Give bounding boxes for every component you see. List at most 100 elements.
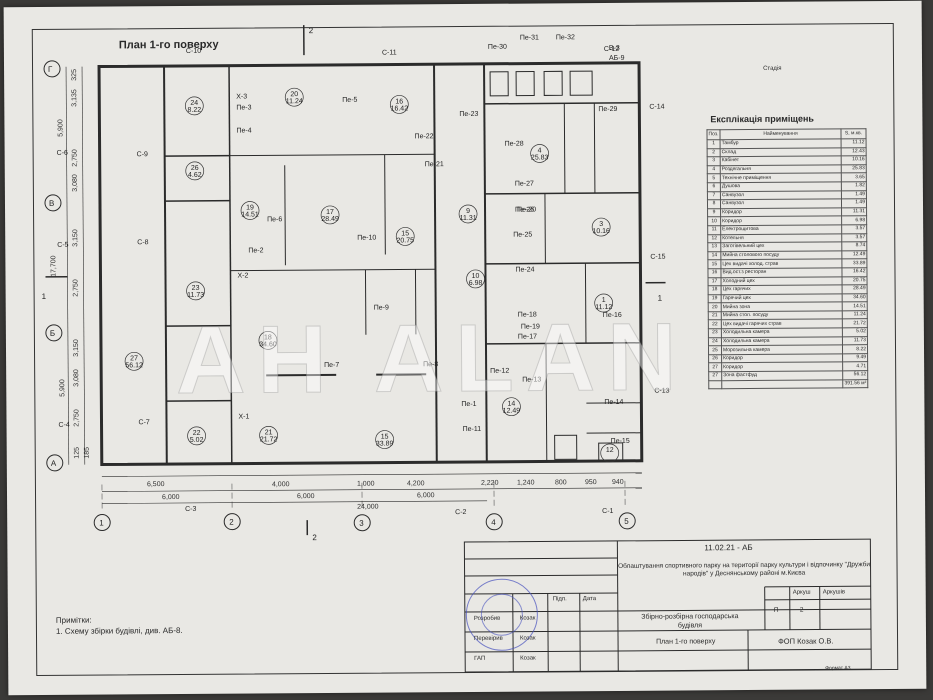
room-area: 28.49: [321, 216, 339, 223]
dimension-label: 3,080: [72, 174, 79, 192]
row-area: 12.49: [841, 250, 867, 260]
row-area: 14.51: [842, 301, 868, 311]
row-area: 28.49: [842, 284, 868, 294]
row-area: 6.98: [841, 216, 867, 225]
dimension-label: 6,000: [162, 494, 180, 501]
room-circle: [530, 144, 549, 163]
section-mark: 2: [312, 533, 317, 542]
outer-wall: [97, 61, 644, 467]
element-label: Пе-29: [598, 106, 617, 113]
row-area: 5.02: [842, 327, 868, 337]
element-label: Пе-20: [517, 206, 536, 213]
room-number: 15: [381, 434, 389, 441]
row-area: 16.42: [841, 267, 868, 277]
element-label: С-15: [650, 254, 665, 261]
row-pos: 11: [707, 225, 721, 235]
element-label: Х-3: [236, 94, 247, 101]
room-area: 56.12: [125, 362, 143, 369]
name-developer: Козак: [519, 615, 536, 622]
col-pos: Поз.: [706, 129, 721, 140]
stage-header: Стадія: [763, 65, 782, 72]
row-pos: 21: [708, 311, 722, 321]
element-label: С-14: [649, 104, 664, 111]
row-area: 1.82: [841, 181, 867, 191]
room-marker: 225.02: [187, 426, 206, 446]
room-area: 11.31: [460, 215, 477, 222]
room-number: 12: [606, 447, 614, 454]
element-label: С-11: [382, 49, 397, 56]
row-pos: 5: [707, 174, 721, 183]
element-label: С-7: [138, 419, 149, 426]
explication-total: 391.56 м²: [842, 379, 868, 389]
dimension-label: 6,000: [297, 493, 315, 500]
row-pos: 22: [708, 320, 722, 329]
row-pos: 1: [707, 139, 721, 149]
row-area: 11.12: [841, 138, 867, 148]
room-marker: 911.31: [458, 204, 478, 224]
row-area: 8.74: [841, 241, 867, 251]
dimension-label: 5,900: [57, 119, 64, 137]
room-marker: 111.12: [594, 293, 614, 313]
room-circle: [594, 293, 614, 313]
col-area: S, м.кв.: [840, 128, 867, 139]
dimension-label: 325: [71, 69, 78, 81]
room-number: 14: [507, 401, 515, 408]
room-number: 19: [246, 204, 254, 211]
role-developer: Розробив: [473, 615, 501, 622]
row-pos: 16: [707, 268, 722, 278]
room-circle: [395, 227, 415, 246]
notes-line: 1. Схему збірки будівлі, див. АБ-8.: [55, 625, 183, 636]
element-label: Пе-11: [463, 426, 482, 433]
notes-title: Примітки:: [55, 615, 92, 625]
stage-value: П: [773, 606, 779, 614]
room-area: 25.83: [531, 154, 549, 161]
dimension-label: 2,750: [72, 149, 79, 167]
room-number: 17: [326, 209, 334, 216]
room-area: 33.89: [376, 441, 394, 448]
element-label: Пе-21: [425, 161, 444, 168]
room-number: 27: [130, 355, 138, 362]
section-mark: 2: [309, 26, 314, 35]
room-number: 26: [191, 165, 199, 172]
row-pos: 17: [708, 277, 722, 286]
room-number: 23: [192, 285, 200, 292]
row-area: 56.12: [842, 370, 868, 380]
dimension-label: 3,150: [72, 229, 79, 247]
element-label: Пе-30: [488, 44, 507, 51]
row-area: 8.22: [842, 344, 868, 354]
row-area: 3.57: [841, 224, 867, 234]
axis-letter: Б: [50, 329, 55, 338]
element-label: С-6: [57, 150, 68, 157]
room-marker: 264.62: [185, 161, 205, 181]
row-pos: 20: [708, 302, 722, 312]
row-area: 11.24: [842, 310, 868, 320]
room-circle: [458, 204, 478, 224]
room-area: 34.60: [259, 341, 277, 348]
organization: ФОП Козак О.В.: [778, 636, 834, 646]
element-label: Пе-10: [357, 235, 376, 242]
row-pos: 7: [707, 191, 721, 200]
element-label: С-12: [604, 46, 619, 53]
notes: Примітки: 1. Схему збірки будівлі, див. …: [56, 614, 183, 637]
element-label: С-8: [137, 239, 148, 246]
dimension-label: 940: [612, 479, 624, 486]
dimension-label: 185: [84, 447, 91, 459]
room-number: 9: [466, 208, 470, 215]
room-area: 8.22: [187, 107, 201, 114]
room-circle: [502, 397, 521, 417]
element-label: С-1: [602, 508, 613, 515]
room-area: 20.75: [396, 237, 414, 244]
room-number: 18: [264, 334, 272, 341]
row-pos: 25: [708, 345, 722, 355]
element-label: Пе-32: [556, 34, 575, 41]
element-label: С-13: [654, 388, 669, 395]
row-area: 11.31: [841, 207, 867, 217]
row-pos: 27: [708, 371, 722, 381]
sheet-header: Аркуш: [792, 589, 811, 596]
room-area: 10.16: [592, 228, 610, 235]
